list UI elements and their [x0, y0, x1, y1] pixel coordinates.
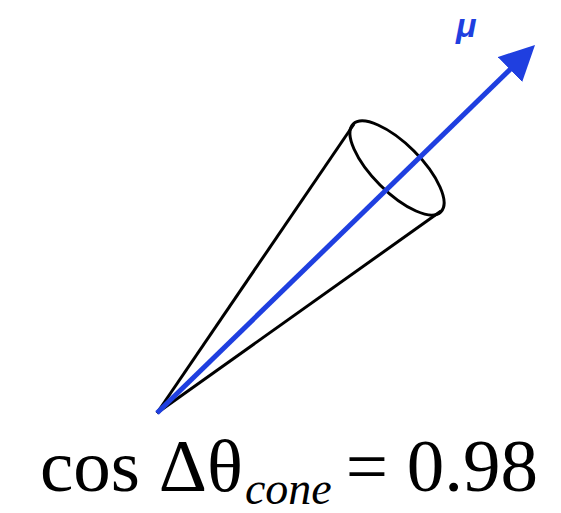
particle-label: μ	[456, 8, 477, 42]
formula-subscript: cone	[245, 466, 332, 512]
muon-arrow	[157, 50, 530, 413]
cone-edge	[157, 124, 354, 413]
cone-rim	[336, 107, 458, 229]
formula-main: cos Δθ	[40, 428, 243, 503]
formula-value: = 0.98	[346, 428, 538, 503]
cone-edge	[157, 211, 441, 413]
